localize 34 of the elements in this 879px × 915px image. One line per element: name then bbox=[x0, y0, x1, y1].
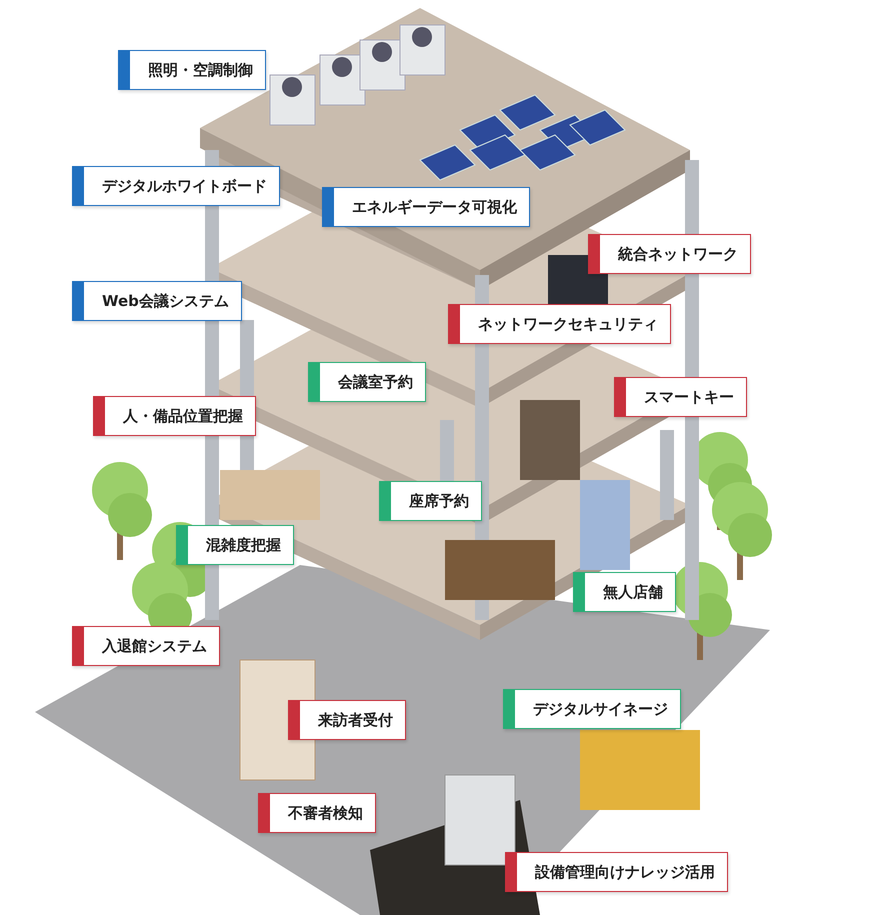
label-tag bbox=[72, 626, 220, 666]
tag-text: 会議室予約 bbox=[338, 372, 413, 392]
tag-text: エネルギーデータ可視化 bbox=[352, 198, 517, 216]
tag-text: 人・備品位置把握 bbox=[123, 406, 243, 426]
label-tag bbox=[72, 281, 242, 321]
label-tag bbox=[93, 396, 256, 436]
tag-text: 無人店舗 bbox=[603, 582, 663, 602]
tag-text: ネットワークセキュリティ bbox=[478, 314, 658, 334]
label-tag bbox=[258, 793, 376, 833]
label-tag bbox=[379, 481, 482, 521]
label-tag bbox=[322, 187, 530, 227]
tag-text: 混雑度把握 bbox=[206, 536, 281, 554]
tag-text: 設備管理向けナレッジ活用 bbox=[535, 862, 715, 882]
tag-text: 来訪者受付 bbox=[318, 710, 393, 730]
label-tag bbox=[505, 852, 728, 892]
tag-text: デジタルホワイトボード bbox=[102, 176, 267, 196]
tag-text: 統合ネットワーク bbox=[618, 244, 738, 264]
label-tag bbox=[308, 362, 426, 402]
label-tag bbox=[176, 525, 294, 565]
label-tag bbox=[503, 689, 681, 729]
tag-text: Web会議システム bbox=[102, 292, 229, 310]
tag-text: 入退館システム bbox=[102, 636, 207, 656]
label-tag bbox=[588, 234, 751, 274]
label-tag bbox=[118, 50, 266, 90]
label-tag bbox=[72, 166, 280, 206]
tag-text: 照明・空調制御 bbox=[148, 60, 253, 80]
label-tag bbox=[614, 377, 747, 417]
tag-text: スマートキー bbox=[644, 388, 734, 406]
tag-text: デジタルサイネージ bbox=[533, 700, 668, 718]
tag-text: 座席予約 bbox=[409, 492, 469, 510]
tag-text: 不審者検知 bbox=[288, 804, 363, 822]
label-tag bbox=[288, 700, 406, 740]
label-tag bbox=[573, 572, 676, 612]
label-tag bbox=[448, 304, 671, 344]
